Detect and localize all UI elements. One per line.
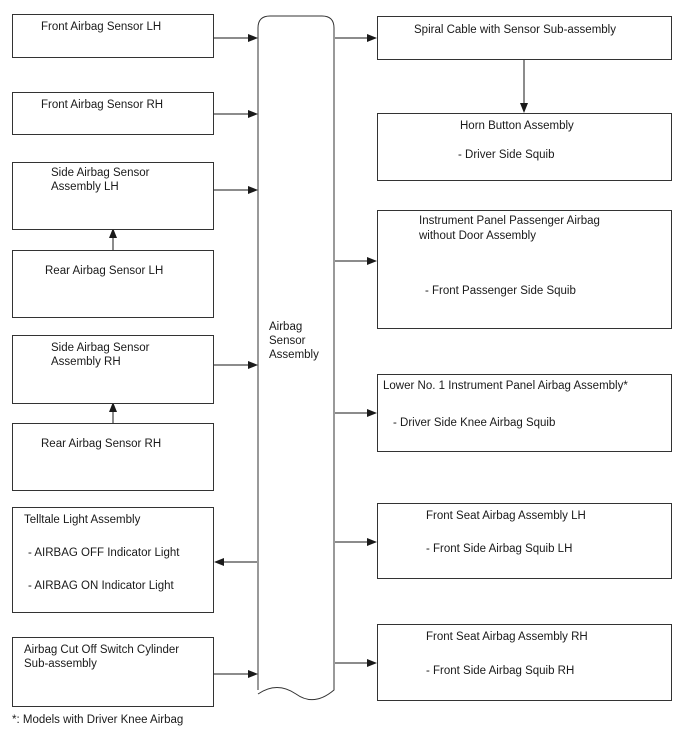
rear-airbag-sensor-rh-label: Rear Airbag Sensor RH: [41, 438, 162, 450]
center-label-line2: Sensor: [269, 335, 306, 347]
side-airbag-sensor-rh-label-1: Side Airbag Sensor: [51, 342, 150, 354]
side-airbag-sensor-rh-box: Side Airbag Sensor Assembly RH: [12, 335, 214, 404]
front-passenger-squib-label: - Front Passenger Side Squib: [425, 285, 576, 297]
front-side-squib-rh-label: - Front Side Airbag Squib RH: [426, 665, 575, 677]
side-airbag-sensor-lh-box: Side Airbag Sensor Assembly LH: [12, 162, 214, 230]
front-seat-airbag-rh-box: Front Seat Airbag Assembly RH - Front Si…: [377, 624, 672, 701]
airbag-cut-off-switch-box: Airbag Cut Off Switch Cylinder Sub-assem…: [12, 637, 214, 707]
passenger-airbag-label-2: without Door Assembly: [419, 230, 536, 242]
knee-airbag-label: Lower No. 1 Instrument Panel Airbag Asse…: [383, 380, 628, 392]
airbag-sensor-assembly-label: Airbag Sensor Assembly: [269, 320, 319, 362]
horn-button-assembly-box: Horn Button Assembly - Driver Side Squib: [377, 113, 672, 181]
side-airbag-sensor-rh-label-2: Assembly RH: [51, 356, 121, 368]
rear-airbag-sensor-lh-box: Rear Airbag Sensor LH: [12, 250, 214, 318]
front-seat-airbag-lh-box: Front Seat Airbag Assembly LH - Front Si…: [377, 503, 672, 579]
spiral-cable-label: Spiral Cable with Sensor Sub-assembly: [414, 24, 616, 36]
rear-airbag-sensor-lh-label: Rear Airbag Sensor LH: [45, 265, 164, 277]
front-seat-airbag-lh-label: Front Seat Airbag Assembly LH: [426, 510, 586, 522]
rear-airbag-sensor-rh-box: Rear Airbag Sensor RH: [12, 423, 214, 491]
airbag-cut-off-switch-label-2: Sub-assembly: [24, 658, 97, 670]
footnote: *: Models with Driver Knee Airbag: [12, 714, 184, 726]
telltale-light-assembly-label: Telltale Light Assembly: [24, 514, 141, 526]
airbag-cut-off-switch-label-1: Airbag Cut Off Switch Cylinder: [24, 644, 180, 656]
driver-side-squib-label: - Driver Side Squib: [458, 149, 555, 161]
side-airbag-sensor-lh-label-1: Side Airbag Sensor: [51, 167, 150, 179]
horn-button-assembly-label: Horn Button Assembly: [460, 120, 574, 132]
side-airbag-sensor-lh-label-2: Assembly LH: [51, 181, 119, 193]
front-airbag-sensor-lh-label: Front Airbag Sensor LH: [41, 21, 162, 33]
front-airbag-sensor-lh-box: Front Airbag Sensor LH: [12, 14, 214, 58]
front-seat-airbag-rh-label: Front Seat Airbag Assembly RH: [426, 631, 588, 643]
passenger-airbag-label-1: Instrument Panel Passenger Airbag: [419, 215, 600, 227]
passenger-airbag-box: Instrument Panel Passenger Airbag withou…: [377, 210, 672, 329]
center-label-line1: Airbag: [269, 321, 303, 333]
front-airbag-sensor-rh-label: Front Airbag Sensor RH: [41, 99, 164, 111]
telltale-light-assembly-box: Telltale Light Assembly - AIRBAG OFF Ind…: [12, 507, 214, 613]
airbag-on-indicator-label: - AIRBAG ON Indicator Light: [28, 580, 174, 592]
knee-airbag-squib-label: - Driver Side Knee Airbag Squib: [393, 417, 556, 429]
center-label-line3: Assembly: [269, 349, 319, 361]
knee-airbag-box: Lower No. 1 Instrument Panel Airbag Asse…: [377, 374, 672, 452]
airbag-off-indicator-label: - AIRBAG OFF Indicator Light: [28, 547, 180, 559]
front-airbag-sensor-rh-box: Front Airbag Sensor RH: [12, 92, 214, 135]
front-side-squib-lh-label: - Front Side Airbag Squib LH: [426, 543, 573, 555]
spiral-cable-box: Spiral Cable with Sensor Sub-assembly: [377, 16, 672, 60]
airbag-sensor-assembly-shape: [257, 15, 335, 701]
